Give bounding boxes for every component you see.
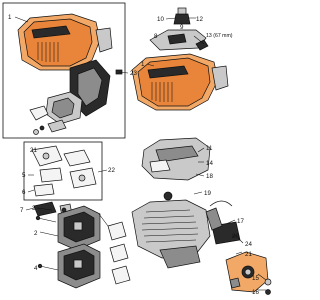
callout-7: 7 <box>20 207 24 214</box>
callout-9: 9 <box>180 24 184 31</box>
callout-24: 24 <box>245 241 252 248</box>
callout-19: 19 <box>204 190 211 197</box>
small-clip <box>195 39 209 51</box>
muffler-lower <box>57 243 101 289</box>
leader-lines <box>14 16 267 291</box>
callout-12: 12 <box>196 16 203 23</box>
muffler-upper <box>57 205 101 251</box>
screws <box>35 215 59 271</box>
callout-13: 13 (67 mm) <box>206 33 233 39</box>
callout-23: 23 <box>130 70 137 77</box>
callout-16: 16 <box>252 289 259 296</box>
callout-1-b: 1 <box>141 61 145 68</box>
callout-8: 8 <box>154 33 158 40</box>
parts-exploded-diagram: 1 23 1 10 12 9 8 13 (67 mm) 11 14 18 19 … <box>2 2 272 296</box>
inset-shroud <box>17 13 113 71</box>
callout-22: 22 <box>108 167 115 174</box>
gasket-kit <box>31 145 97 197</box>
callout-21: 21 <box>30 147 37 154</box>
callout-6: 6 <box>22 189 26 196</box>
callout-18: 18 <box>206 173 213 180</box>
callout-labels: 1 23 1 10 12 9 8 13 (67 mm) 11 14 18 19 … <box>8 14 259 296</box>
callout-21-b: 21 <box>245 251 252 258</box>
callout-15: 15 <box>252 275 259 282</box>
callout-5: 5 <box>22 172 26 179</box>
callout-4: 4 <box>34 265 38 272</box>
shroud-main <box>131 53 229 111</box>
callout-14: 14 <box>206 160 213 167</box>
callout-10: 10 <box>157 16 164 23</box>
knob-part <box>173 7 191 25</box>
callout-1: 1 <box>8 14 12 21</box>
ignition-module <box>205 200 241 245</box>
fan-housing <box>141 137 211 181</box>
callout-3: 3 <box>32 205 36 212</box>
inset-frame <box>2 2 126 139</box>
cover-cap <box>149 29 207 51</box>
callout-20: 20 <box>232 233 239 240</box>
callout-2: 2 <box>34 230 38 237</box>
starter-housing <box>225 251 269 293</box>
starter-small-parts <box>264 278 272 295</box>
callout-11: 11 <box>206 145 213 152</box>
muffler-gaskets <box>107 221 131 285</box>
engine-cylinder <box>131 191 211 269</box>
callout-17: 17 <box>237 218 244 225</box>
inset-carburetor-parts <box>29 91 83 135</box>
